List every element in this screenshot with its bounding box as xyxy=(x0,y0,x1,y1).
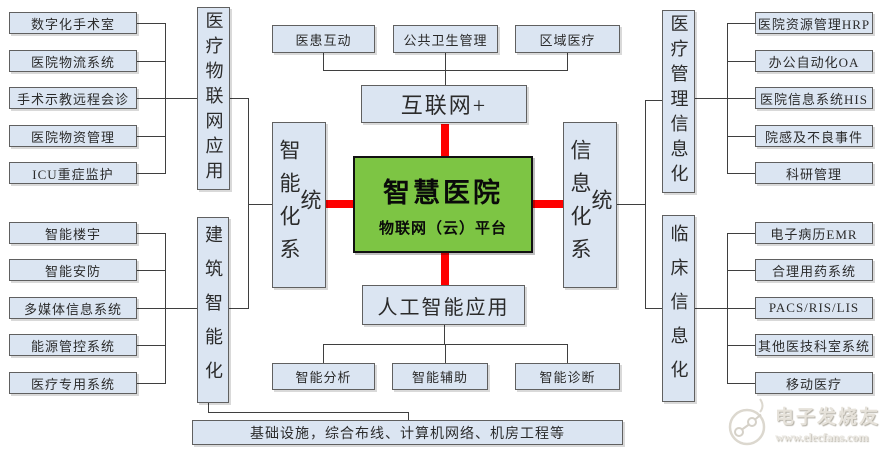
node-surgery-teaching-remote-consult: 手术示教远程会诊 xyxy=(9,87,137,109)
connector-line xyxy=(208,403,209,412)
connector-line xyxy=(230,98,249,99)
node-regional-medical: 区域医疗 xyxy=(515,25,620,53)
connector-line xyxy=(137,345,165,346)
node-his: 医院信息系统HIS xyxy=(755,87,873,109)
node-oa: 办公自动化OA xyxy=(755,50,873,72)
connector-line xyxy=(137,136,165,137)
node-smart-diagnosis: 智能诊断 xyxy=(515,363,620,390)
circuit-logo-icon xyxy=(728,398,766,446)
connector-line xyxy=(323,53,324,70)
watermark-brand: 电子发烧友 xyxy=(775,406,881,428)
elecfans-watermark: 电子发烧友 www.elecfans.com xyxy=(727,397,882,449)
connector-line xyxy=(445,53,446,86)
column-label: 智能化系统 xyxy=(277,139,322,271)
connector-line xyxy=(137,61,165,62)
connector-line xyxy=(617,204,645,205)
node-smart-analysis: 智能分析 xyxy=(272,363,375,390)
node-other-medtech-systems: 其他医技科室系统 xyxy=(755,334,873,356)
connector-line xyxy=(727,173,755,174)
connector-line xyxy=(408,412,409,420)
connector-line xyxy=(727,136,755,137)
connector-line xyxy=(137,270,165,271)
node-icu-monitoring: ICU重症监护 xyxy=(9,162,137,184)
connector-line xyxy=(645,308,662,309)
node-rational-drug-use: 合理用药系统 xyxy=(755,259,873,281)
center-smart-hospital-platform: 智慧医院 物联网（云）平台 xyxy=(353,156,533,253)
node-medical-dedicated-system: 医疗专用系统 xyxy=(9,372,137,394)
connector-line xyxy=(567,344,568,363)
node-mobile-medical: 移动医疗 xyxy=(755,372,873,394)
connector-line xyxy=(323,344,324,363)
node-smart-assist: 智能辅助 xyxy=(392,363,488,390)
node-energy-mgmt-system: 能源管控系统 xyxy=(9,334,137,356)
node-research-mgmt: 科研管理 xyxy=(755,162,873,184)
connector-bus xyxy=(645,100,646,309)
connector-line xyxy=(165,98,197,99)
group-clinical-informatization: 临床信息化 xyxy=(662,215,695,402)
connector-line xyxy=(727,23,755,24)
group-label: 建筑智能化 xyxy=(203,225,223,395)
connector-line xyxy=(727,233,755,234)
group-medical-mgmt-informatization: 医疗管理信息化 xyxy=(662,10,695,193)
node-doctor-patient-interaction: 医患互动 xyxy=(272,25,375,53)
connector-line xyxy=(695,98,727,99)
connector-line xyxy=(137,23,165,24)
connector-line xyxy=(137,308,165,309)
connector-line xyxy=(208,412,409,413)
node-hospital-material-mgmt: 医院物资管理 xyxy=(9,125,137,147)
node-multimedia-info-system: 多媒体信息系统 xyxy=(9,297,137,319)
connector-line xyxy=(229,308,249,309)
connector-bus xyxy=(248,98,249,309)
group-label: 医疗管理信息化 xyxy=(668,14,689,189)
column-information-system: 信息化系统 xyxy=(563,122,617,288)
node-public-health-mgmt: 公共卫生管理 xyxy=(393,25,498,53)
connector-line xyxy=(137,98,165,99)
node-internet-plus: 互联网+ xyxy=(361,85,527,123)
platform-subtitle: 物联网（云）平台 xyxy=(378,221,507,237)
connector-line xyxy=(727,308,755,309)
connector-line xyxy=(444,325,445,344)
connector-line xyxy=(727,270,755,271)
connector-line xyxy=(695,308,727,309)
connector-line xyxy=(137,383,165,384)
connector-line xyxy=(137,233,165,234)
red-link-top xyxy=(441,124,449,157)
node-hrp: 医院资源管理HRP xyxy=(755,12,873,34)
group-label: 临床信息化 xyxy=(668,223,689,394)
watermark-url: www.elecfans.com xyxy=(775,429,869,444)
connector-line xyxy=(567,53,568,70)
connector-line xyxy=(248,204,272,205)
node-infrastructure: 基础设施，综合布线、计算机网络、机房工程等 xyxy=(192,420,623,445)
node-hospital-logistics: 医院物流系统 xyxy=(9,50,137,72)
red-link-right xyxy=(533,200,563,208)
platform-title: 智慧医院 xyxy=(383,178,503,208)
red-link-left xyxy=(326,200,353,208)
connector-line xyxy=(323,70,568,71)
connector-line xyxy=(645,100,662,101)
connector-line xyxy=(727,61,755,62)
connector-line xyxy=(165,308,197,309)
group-medical-iot-application: 医疗物联网应用 xyxy=(197,7,230,190)
column-label: 信息化系统 xyxy=(568,139,613,271)
node-smart-building: 智能楼宇 xyxy=(9,222,137,244)
node-digital-operating-room: 数字化手术室 xyxy=(9,12,137,34)
node-ai-application: 人工智能应用 xyxy=(362,285,525,325)
column-intelligent-system: 智能化系统 xyxy=(272,122,326,288)
node-infection-adverse-events: 院感及不良事件 xyxy=(755,125,873,147)
connector-line xyxy=(727,383,755,384)
node-pacs-ris-lis: PACS/RIS/LIS xyxy=(755,297,873,319)
group-label: 医疗物联网应用 xyxy=(203,11,224,186)
connector-line xyxy=(727,345,755,346)
node-smart-security: 智能安防 xyxy=(9,259,137,281)
connector-line xyxy=(727,98,755,99)
node-emr: 电子病历EMR xyxy=(755,222,873,244)
connector-line xyxy=(137,173,165,174)
red-link-bottom xyxy=(441,253,449,286)
connector-line xyxy=(445,344,446,363)
group-building-intelligence: 建筑智能化 xyxy=(197,217,229,403)
